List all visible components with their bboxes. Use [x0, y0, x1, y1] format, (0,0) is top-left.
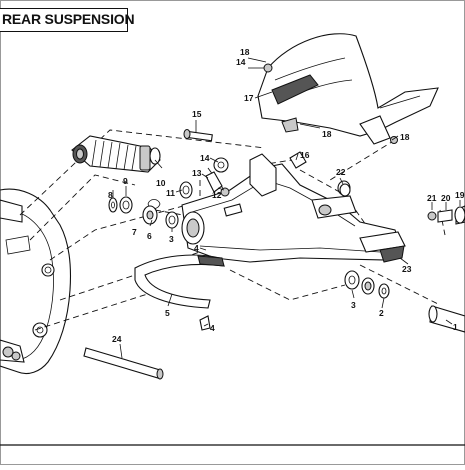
- chain-slider: [134, 254, 225, 331]
- rear-shock-absorber: [71, 135, 161, 173]
- pivot-hardware-right: [344, 270, 390, 299]
- callout-7: 7: [132, 227, 137, 237]
- callout-18-top: 18: [240, 47, 250, 57]
- diagram-title: REAR SUSPENSION: [2, 11, 135, 27]
- callout-1: 1: [453, 322, 458, 332]
- callout-8: 8: [108, 190, 113, 200]
- callout-14-mid: 14: [200, 153, 210, 163]
- frame-section: [0, 188, 72, 375]
- bolt-15: [183, 129, 213, 142]
- callout-18-mid: 18: [322, 129, 332, 139]
- callout-17: 17: [244, 93, 254, 103]
- callout-4-bottom: 4: [210, 323, 215, 333]
- callout-18-right: 18: [400, 132, 410, 142]
- pivot-shaft: [83, 347, 164, 380]
- rear-mudguard: [257, 33, 439, 145]
- pivot-sleeve: [428, 305, 465, 333]
- callout-2: 2: [379, 308, 384, 318]
- pivot-hardware-left: [108, 181, 193, 229]
- callout-3-right: 3: [351, 300, 356, 310]
- callout-11: 11: [166, 188, 175, 198]
- callout-4-mid: 4: [194, 243, 199, 253]
- callout-24: 24: [112, 334, 122, 344]
- callout-3-left: 3: [169, 234, 174, 244]
- callout-13: 13: [192, 168, 202, 178]
- callout-10: 10: [156, 178, 166, 188]
- callout-9: 9: [123, 176, 128, 186]
- callout-20: 20: [441, 193, 451, 203]
- callout-22: 22: [336, 167, 346, 177]
- callout-15: 15: [192, 109, 202, 119]
- callout-6: 6: [147, 231, 152, 241]
- axle-adjuster-hardware: [339, 183, 465, 225]
- swing-arm: [181, 153, 406, 263]
- callout-12: 12: [212, 190, 222, 200]
- callout-14-top: 14: [236, 57, 246, 67]
- title-box: REAR SUSPENSION: [0, 8, 135, 32]
- callout-19: 19: [455, 190, 465, 200]
- callout-numbers: 18 14 17 18 18 15 14 16 22 13 12 11 10 9…: [108, 47, 465, 344]
- callout-23: 23: [402, 264, 412, 274]
- callout-16: 16: [300, 150, 310, 160]
- callout-21: 21: [427, 193, 437, 203]
- callout-5: 5: [165, 308, 170, 318]
- callout-leader-lines: [112, 57, 461, 359]
